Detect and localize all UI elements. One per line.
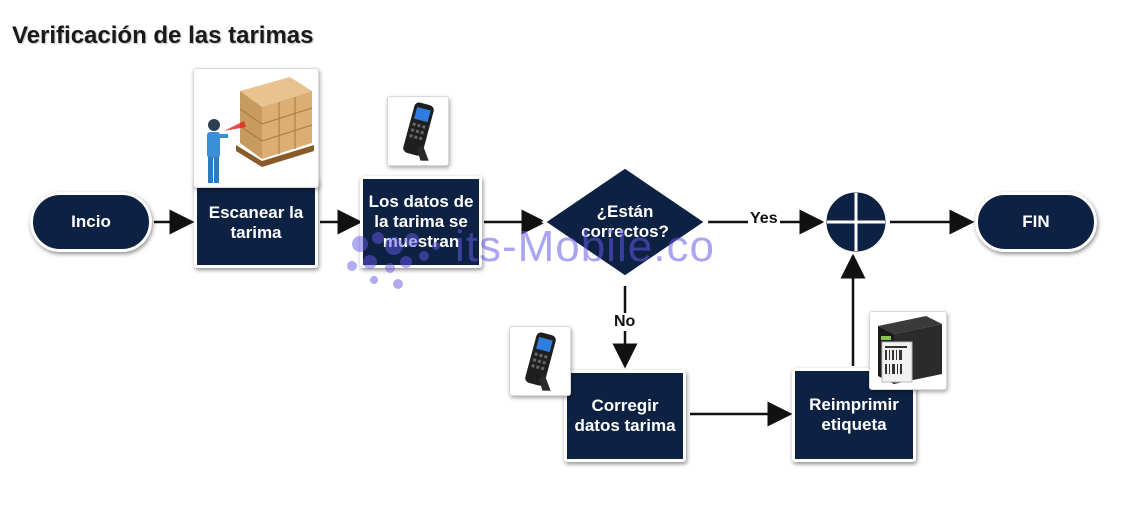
start-node: Incio	[30, 192, 152, 252]
handheld-scanner-icon	[387, 96, 449, 166]
correct-data-node: Corregir datos tarima	[564, 370, 686, 462]
edge-label-no: No	[612, 313, 638, 331]
diagram-title: Verificación de las tarimas	[12, 22, 314, 49]
scan-pallet-node: Escanear la tarima	[194, 178, 318, 268]
pallet-scan-illustration	[193, 68, 319, 188]
decision-diamond	[541, 165, 709, 279]
handheld-scanner-icon-2	[509, 326, 571, 396]
end-node: FIN	[975, 192, 1097, 252]
merge-connector	[823, 189, 889, 255]
watermark-logo-icon	[347, 232, 440, 289]
edge-label-yes: Yes	[748, 210, 780, 228]
decision-label: ¿Están correctos?	[581, 202, 669, 241]
watermark-text: its-Mobile.co	[455, 222, 715, 271]
label-printer-icon	[869, 311, 947, 390]
